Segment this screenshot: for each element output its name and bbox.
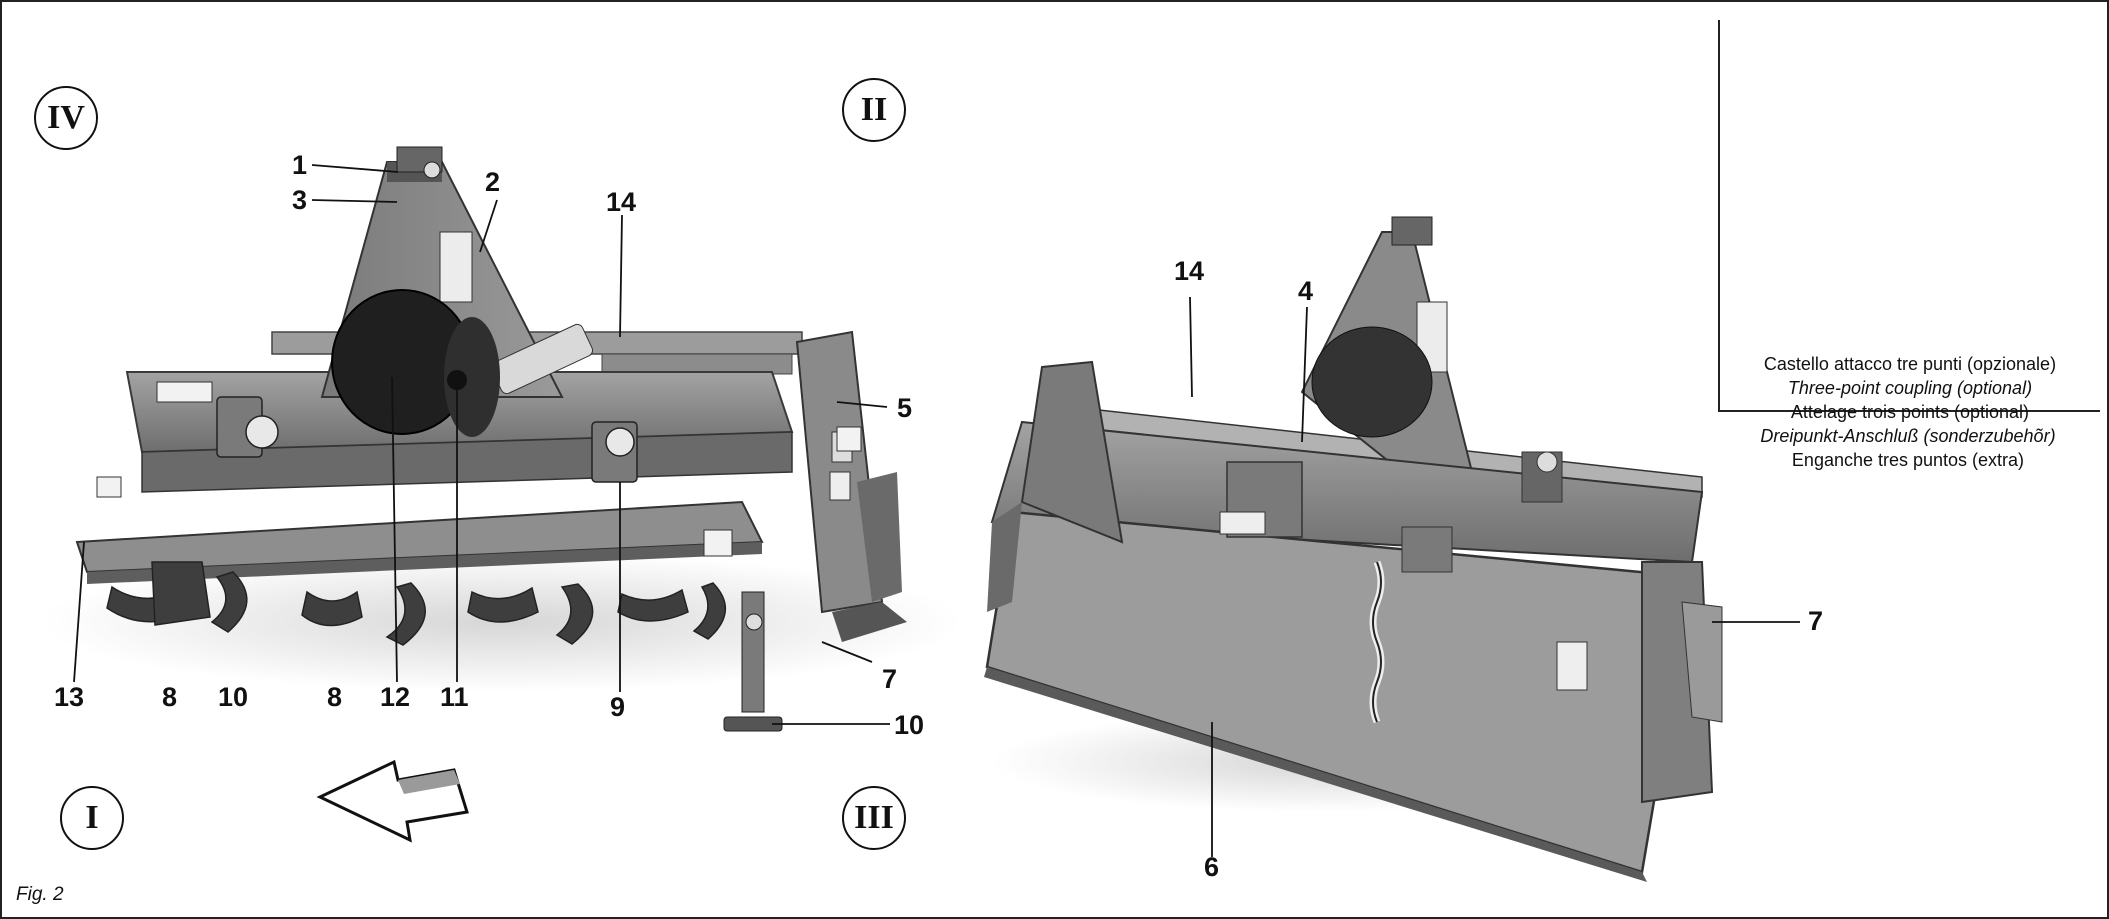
quadrant-i: I: [60, 786, 124, 850]
callout-right-14: 14: [1174, 256, 1205, 286]
callout-5: 5: [897, 393, 913, 423]
callout-1: 1: [292, 150, 308, 180]
rear-flap: [75, 500, 764, 584]
inset-caption-fr: Attelage trois points (optional): [1790, 402, 2030, 422]
support-foot: [723, 591, 783, 732]
callout-right-4: 4: [1298, 276, 1314, 306]
inset-caption-it: Castello attacco tre punti (opzionale): [1763, 354, 2057, 374]
tiller-blades: [106, 561, 727, 646]
callout-13: 13: [54, 682, 85, 712]
inset-caption-en: Three-point coupling (optional): [1787, 378, 2033, 398]
callout-leaders-right: [1189, 296, 1800, 857]
warning-decals: [96, 381, 862, 557]
callout-right-6: 6: [1204, 852, 1220, 882]
callout-8b: 8: [327, 682, 343, 712]
travel-direction-arrow: [316, 759, 469, 843]
lower-hitch-pins: [216, 396, 638, 483]
quadrant-iii: III: [842, 786, 906, 850]
callout-2: 2: [485, 167, 501, 197]
side-transmission-casing: [795, 330, 907, 642]
callout-12: 12: [380, 682, 411, 712]
callout-8a: 8: [162, 682, 178, 712]
callout-11: 11: [440, 682, 469, 712]
inset-caption-es: Enganche tres puntos (extra): [1791, 450, 2025, 470]
tiller-rear-view: [984, 216, 1723, 882]
callout-3: 3: [292, 185, 308, 215]
callout-14: 14: [606, 187, 637, 217]
callout-10b: 10: [894, 710, 925, 740]
callout-10a: 10: [218, 682, 249, 712]
inset-caption-de: Dreipunkt-Anschluß (sonderzubehõr): [1760, 426, 2056, 446]
quadrant-ii: II: [842, 78, 906, 142]
quadrant-iv: IV: [34, 86, 98, 150]
inset-panel: Castello attacco tre punti (opzionale) T…: [1718, 20, 2100, 422]
figure-label: Fig. 2: [16, 884, 64, 905]
callout-9: 9: [610, 692, 626, 722]
callout-right-7: 7: [1808, 606, 1824, 636]
callout-7: 7: [882, 664, 898, 694]
callout-leaders-left: [73, 164, 890, 725]
